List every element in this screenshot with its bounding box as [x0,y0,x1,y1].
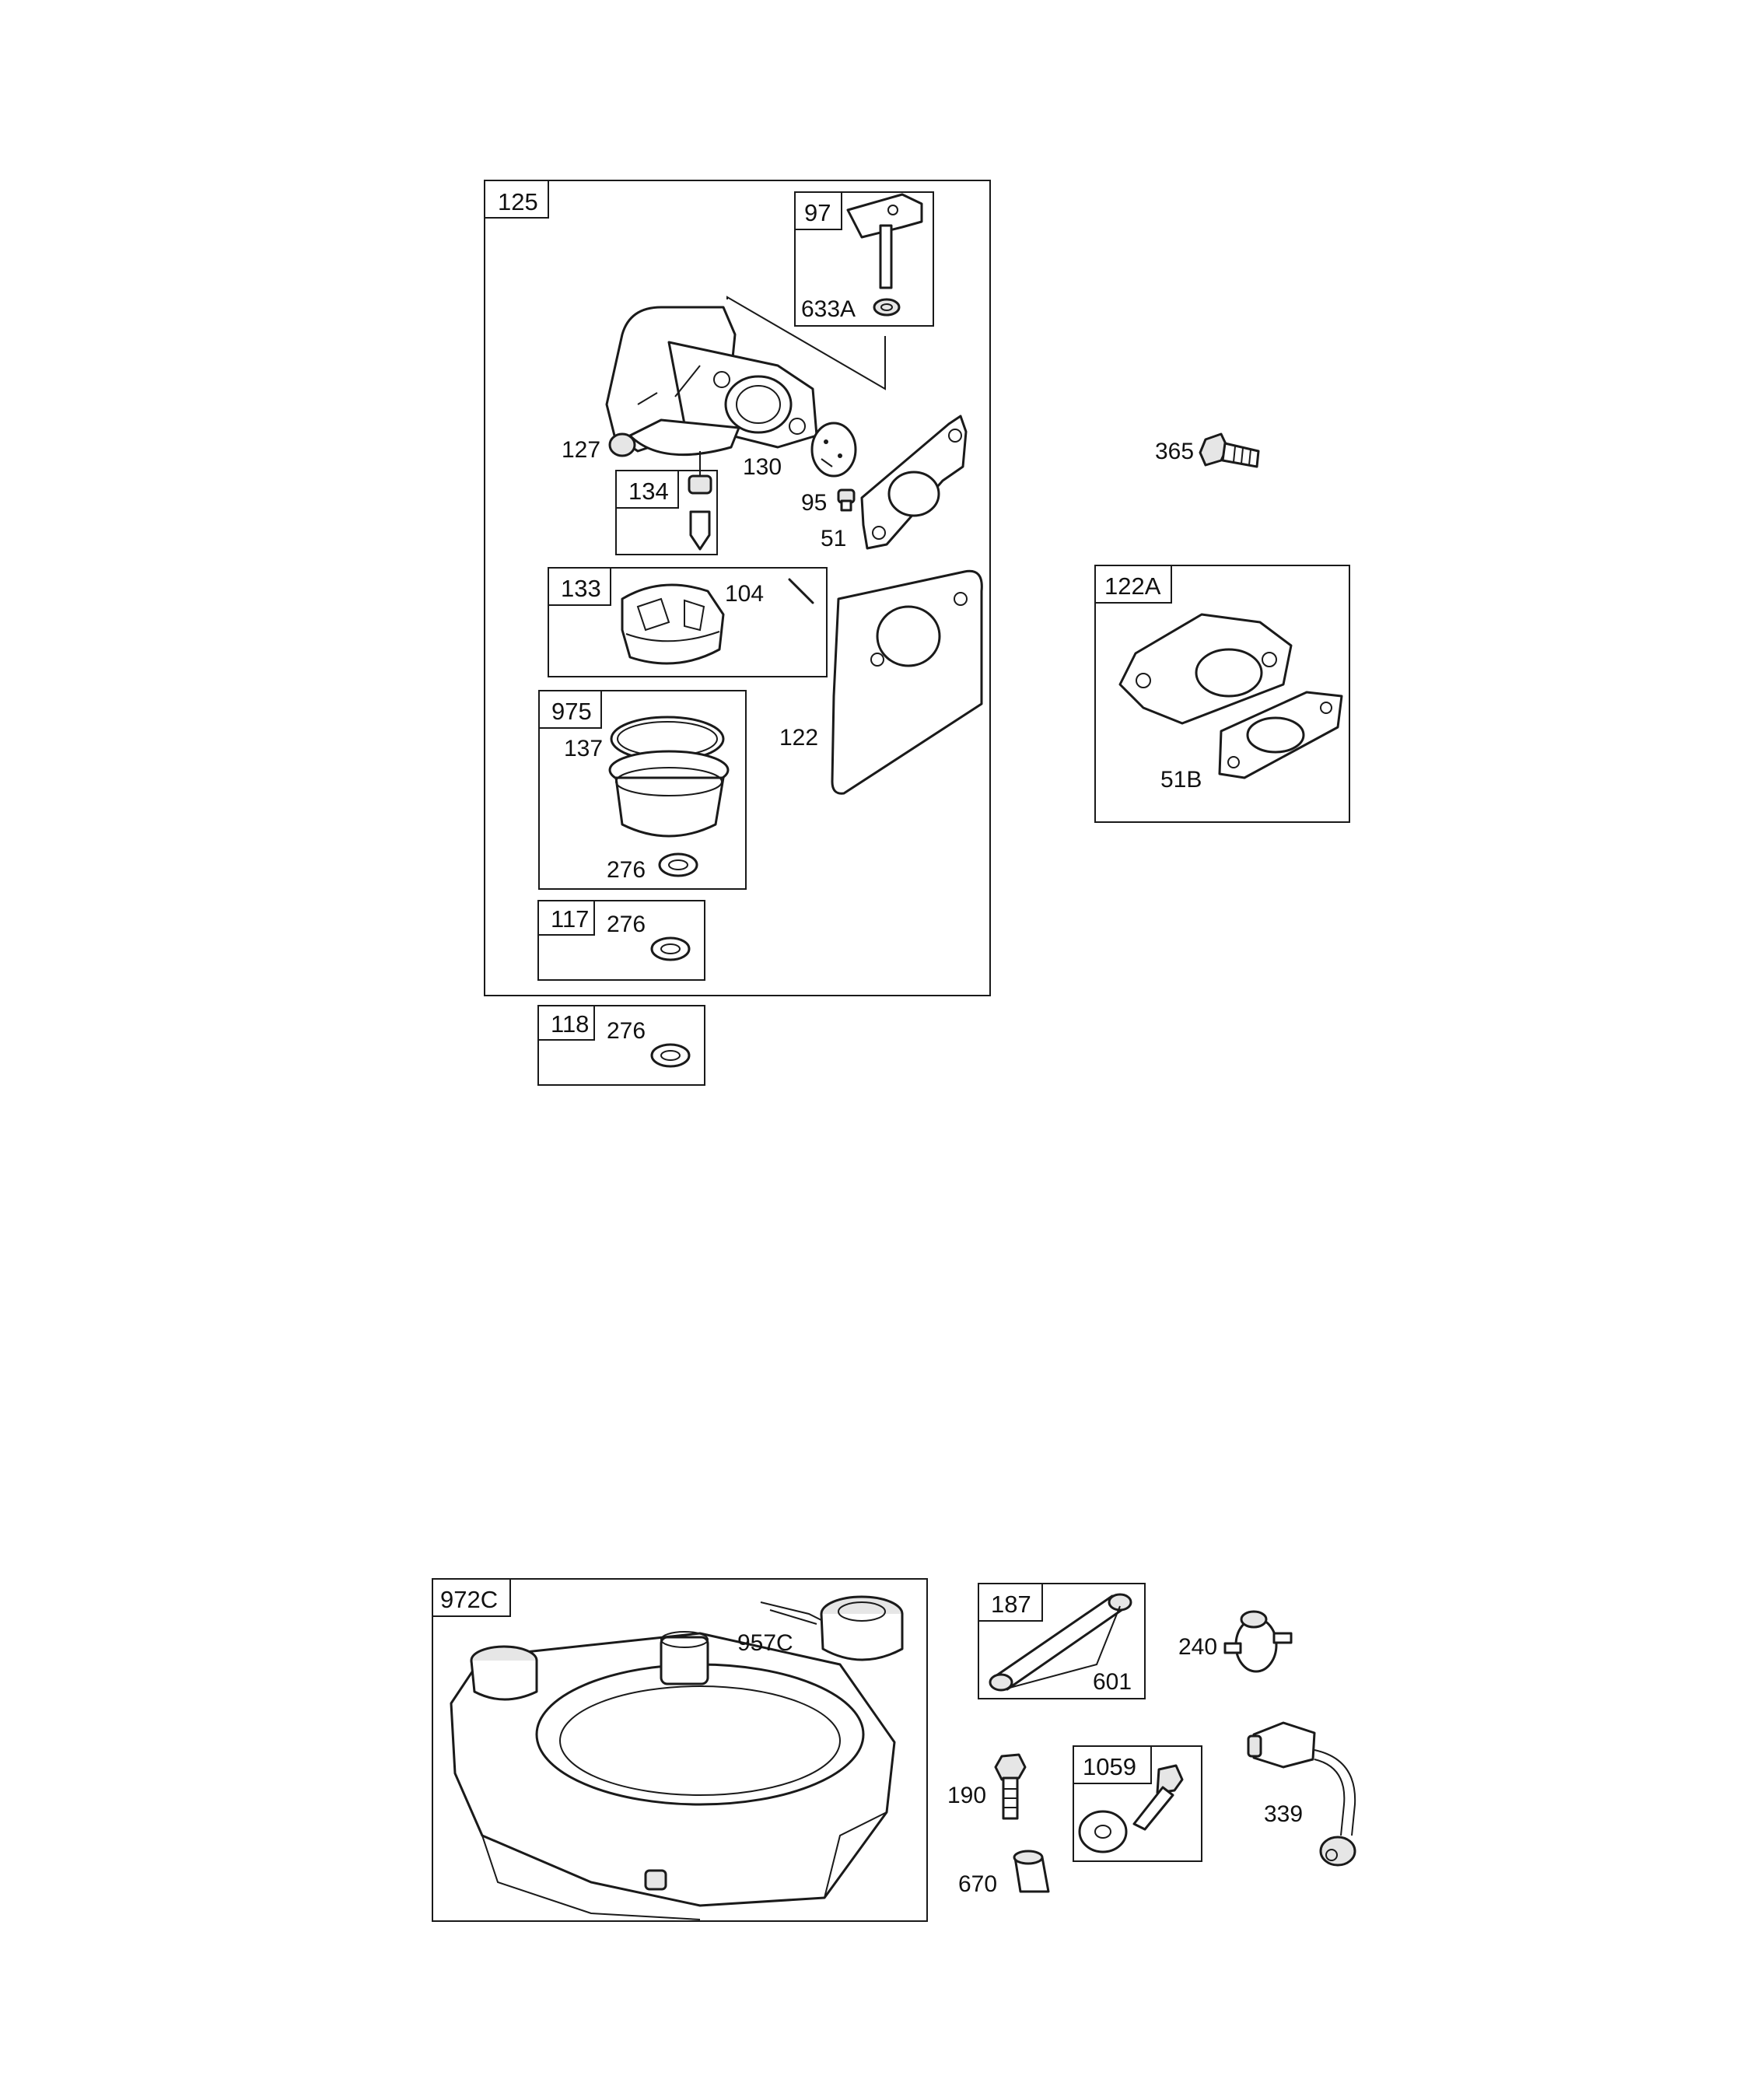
group-125-label: 125 [498,188,538,215]
group-972C-label: 972C [440,1586,498,1613]
callout-95: 95 [801,490,827,516]
group-1059-label: 1059 [1083,1753,1136,1780]
plug-127-part [608,432,636,457]
float-needle-part [689,510,711,551]
fuel-line-187-part [989,1593,1132,1692]
washer-1059-part [1078,1810,1128,1853]
group-118-tag [537,1005,595,1041]
spacer-670-part [1013,1850,1050,1893]
group-117-frame [537,900,705,981]
group-118-label: 118 [551,1010,589,1038]
washer-276-117-part [650,936,691,961]
group-122A-tag [1094,565,1172,604]
group-125-frame [484,180,991,996]
callout-633A: 633A [801,296,856,322]
callout-137: 137 [564,736,603,761]
bolt-190-part [994,1753,1027,1820]
throttle-plate-130-part [810,422,857,478]
group-187-label: 187 [991,1591,1031,1618]
callout-122: 122 [779,725,818,751]
group-187-tag [978,1583,1043,1622]
group-134-label: 134 [628,478,669,505]
carburetor-body-part [605,306,818,457]
group-97-label: 97 [804,199,831,226]
washer-276-118-part [650,1043,691,1068]
callout-276-975: 276 [607,857,646,883]
float-valve-seat-part [688,474,712,495]
group-97-frame [794,191,934,327]
group-125-tag [484,180,549,219]
group-117-tag [537,900,595,936]
washer-276-975-part [658,852,698,877]
fuel-tank-part [450,1631,896,1920]
gasket-51B-part [1218,691,1343,779]
group-122A-label: 122A [1104,572,1161,600]
group-187-frame [978,1583,1146,1699]
callout-190: 190 [947,1783,986,1808]
screw-95-part [837,488,856,512]
fuel-cap-957C-part [760,1595,904,1661]
float-pin-104-part [788,578,814,604]
group-118-frame [537,1005,705,1086]
callout-51B: 51B [1160,767,1202,793]
fuel-shutoff-339-part [1247,1721,1356,1867]
float-bowl-part [608,750,730,838]
group-972C-tag [432,1578,511,1617]
group-972C-frame [432,1578,928,1922]
screw-1059-part [1132,1764,1184,1831]
bolt-365-part [1199,432,1260,468]
group-97-tag [794,191,842,230]
callout-601: 601 [1093,1669,1132,1695]
group-1059-tag [1073,1745,1152,1784]
callout-339: 339 [1264,1801,1303,1827]
group-133-tag [548,567,611,606]
insulator-122-part [831,569,983,795]
callout-127: 127 [562,437,600,463]
callout-276-118: 276 [607,1018,646,1044]
float-133-part [621,583,725,665]
fuel-filter-240-part [1223,1610,1293,1673]
callout-51: 51 [821,526,846,551]
callout-957C: 957C [737,1630,793,1656]
group-975-label: 975 [551,698,592,725]
group-133-frame [548,567,828,677]
throttle-shaft-part [846,193,923,289]
group-133-label: 133 [561,575,601,602]
group-122A-frame [1094,565,1350,823]
callout-104: 104 [725,581,764,607]
callout-240: 240 [1178,1634,1217,1660]
gasket-51-part [860,415,968,550]
leader-601 [1009,1605,1121,1689]
group-975-frame [538,690,747,890]
leader-97 [726,296,886,390]
callout-130: 130 [743,454,782,480]
callout-670: 670 [958,1871,997,1897]
group-975-tag [538,690,602,729]
seal-633A-part [873,298,901,317]
callout-276-117: 276 [607,912,646,937]
callout-365: 365 [1155,439,1194,464]
insulator-122A-part [1118,613,1293,725]
group-134-tag [615,470,679,509]
group-117-label: 117 [551,905,589,933]
